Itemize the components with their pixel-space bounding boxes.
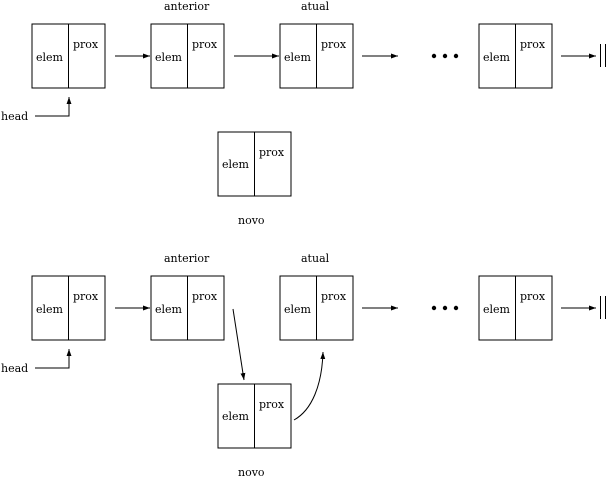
head-label: head — [1, 110, 28, 123]
node-anterior: elem prox anterior — [150, 0, 225, 89]
prox-label: prox — [321, 38, 347, 51]
elem-label: elem — [36, 51, 64, 64]
null-terminator — [600, 296, 606, 319]
panel-after: elem prox elem prox anterior elem prox a… — [1, 252, 606, 477]
node-novo: elem prox novo — [217, 131, 292, 227]
anterior-label: anterior — [164, 252, 210, 265]
elem-label: elem — [222, 158, 250, 171]
ellipsis-dot — [431, 305, 437, 311]
ellipsis — [431, 53, 459, 59]
novo-label: novo — [238, 214, 265, 227]
prox-label: prox — [520, 290, 546, 303]
atual-label: atual — [301, 252, 330, 265]
prox-label: prox — [73, 38, 99, 51]
head-arrow — [35, 97, 72, 117]
elem-label: elem — [155, 51, 183, 64]
novo-label: novo — [238, 466, 265, 477]
node-first: elem prox — [31, 23, 106, 89]
elem-label: elem — [284, 303, 312, 316]
head-arrow — [35, 349, 72, 369]
node-first: elem prox — [31, 275, 106, 341]
ellipsis-dot — [431, 53, 437, 59]
elem-label: elem — [155, 303, 183, 316]
node-last: elem prox — [478, 275, 553, 341]
prox-label: prox — [192, 290, 218, 303]
head-label: head — [1, 362, 28, 375]
ellipsis-dot — [453, 305, 459, 311]
anterior-label: anterior — [164, 0, 210, 13]
elem-label: elem — [483, 51, 511, 64]
prox-label: prox — [259, 146, 285, 159]
node-atual: elem prox atual — [279, 252, 354, 341]
ellipsis — [431, 305, 459, 311]
node-novo: elem prox novo — [217, 383, 292, 477]
node-last: elem prox — [478, 23, 553, 89]
head-pointer: head — [1, 97, 72, 123]
atual-label: atual — [301, 0, 330, 13]
prox-label: prox — [192, 38, 218, 51]
prox-label: prox — [73, 290, 99, 303]
anterior-to-novo-arrow — [232, 308, 246, 381]
prox-label: prox — [259, 398, 285, 411]
elem-label: elem — [222, 410, 250, 423]
prox-label: prox — [520, 38, 546, 51]
elem-label: elem — [284, 51, 312, 64]
ellipsis-dot — [442, 53, 448, 59]
panel-before: elem prox elem prox anterior elem prox a… — [1, 0, 606, 227]
prox-label: prox — [321, 290, 347, 303]
elem-label: elem — [36, 303, 64, 316]
ellipsis-dot — [442, 305, 448, 311]
elem-label: elem — [483, 303, 511, 316]
ellipsis-dot — [453, 53, 459, 59]
null-terminator — [600, 44, 606, 67]
head-pointer: head — [1, 349, 72, 375]
novo-to-atual-arrow — [293, 351, 326, 421]
node-anterior: elem prox anterior — [150, 252, 225, 341]
node-atual: elem prox atual — [279, 0, 354, 89]
